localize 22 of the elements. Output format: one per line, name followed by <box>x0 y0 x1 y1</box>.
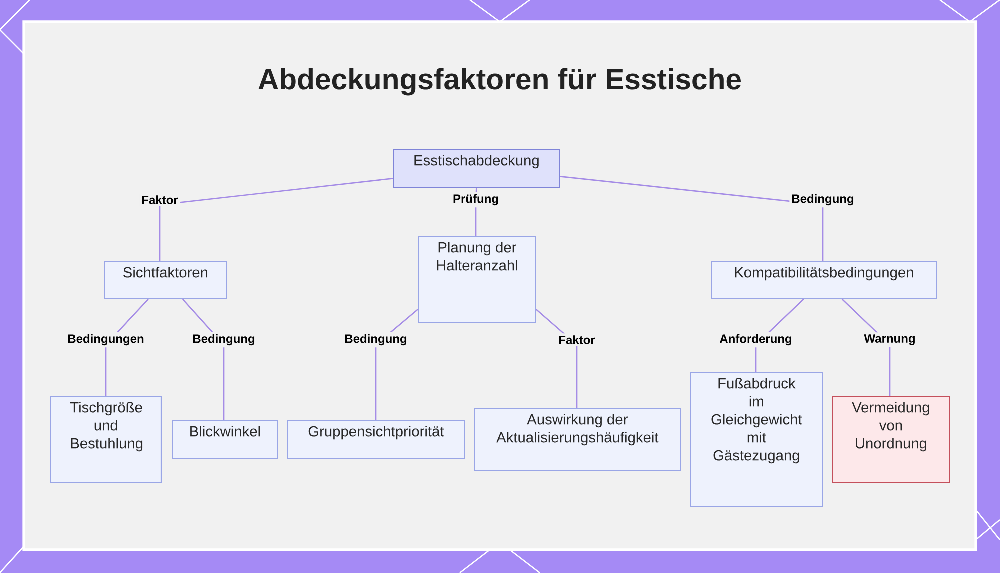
concept-box: Fußabdruck im Gleichgewicht mit Gästezugang <box>690 372 824 508</box>
edge-label: Faktor <box>556 334 598 346</box>
concept-box: Gruppensichtpriorität <box>287 420 466 460</box>
root-box: Esstischabdeckung <box>393 149 560 188</box>
connector <box>159 178 394 261</box>
concept-box: Planung der Halteranzahl <box>418 236 536 324</box>
edge-label: Bedingung <box>190 332 258 348</box>
edge-label: Warnung <box>862 332 918 348</box>
edge-label: Bedingung <box>790 192 856 208</box>
title: Abdeckungsfaktoren für Esstische <box>258 68 742 96</box>
warning-box: Vermeidung von Unordnung <box>832 396 950 484</box>
concept-box: Tischgröße und Bestuhlung <box>50 396 162 484</box>
edge-label: Anforderung <box>718 332 794 348</box>
concept-box: Blickwinkel <box>172 420 278 460</box>
edge-label: Faktor <box>140 194 180 206</box>
connector <box>560 176 824 261</box>
concept-box: Auswirkung der Aktualisierungshäufigkeit <box>474 408 682 472</box>
concept-box: Sichtfaktoren <box>104 261 228 300</box>
edge-label: Bedingung <box>342 332 410 348</box>
edge-label: Bedingungen <box>66 332 146 348</box>
concept-box: Kompatibilitätsbedingungen <box>711 261 938 300</box>
edge-label: Prüfung <box>451 192 501 208</box>
